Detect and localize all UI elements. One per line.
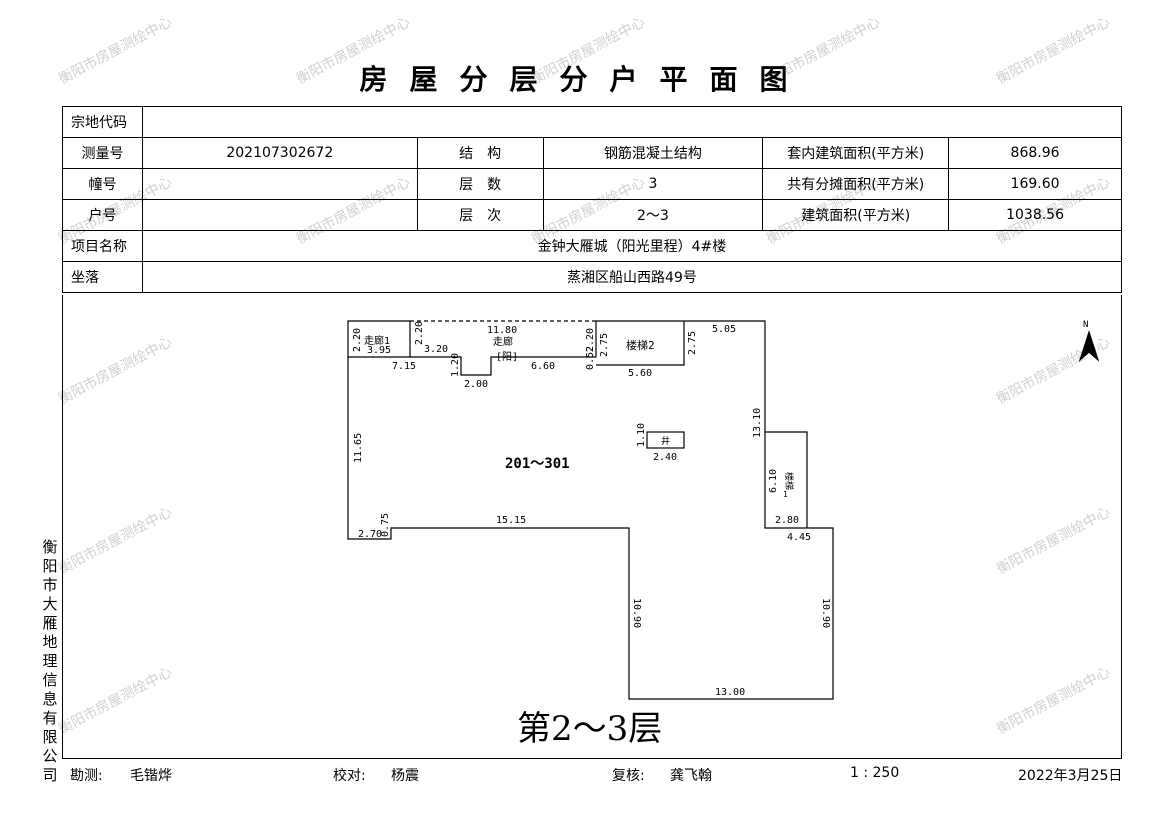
- company-name-char: 信: [42, 671, 58, 689]
- surveyor-name: 毛锴烨: [130, 768, 172, 784]
- dim-label: 2.20: [414, 321, 425, 345]
- stair1-outline: [765, 431, 808, 528]
- stair2-outline: [596, 321, 685, 366]
- company-name-char: 公: [42, 747, 58, 765]
- floor-label: 第2～3层: [517, 709, 662, 749]
- room-well: 井: [661, 435, 670, 447]
- value-structure: 钢筋混凝土结构: [542, 137, 764, 169]
- table-row: 测量号 202107302672 结 构 钢筋混凝土结构 套内建筑面积(平方米)…: [62, 137, 1122, 169]
- company-name-char: 雁: [42, 614, 58, 632]
- dim-label: 5.05: [712, 324, 736, 335]
- north-arrow-icon: [1078, 330, 1100, 362]
- dim-label: 15.15: [496, 515, 526, 526]
- room-corridor2-sub: [阳]: [496, 351, 518, 363]
- dim-label: 2.20: [352, 328, 363, 352]
- room-stair1-num: 1: [783, 490, 788, 499]
- label-parcel-code: 宗地代码: [62, 106, 143, 138]
- reviewer-label: 复核:: [612, 768, 645, 784]
- dim-label: 2.20: [585, 328, 596, 352]
- value-inner-area: 868.96: [948, 137, 1122, 169]
- company-name-char: 司: [42, 766, 58, 784]
- value-floor-level: 2～3: [542, 199, 764, 231]
- dim-label: 5.60: [628, 368, 652, 379]
- dim-label: 13.10: [752, 408, 763, 438]
- dim-label: 2.70: [358, 529, 382, 540]
- company-name-char: 衡: [42, 538, 58, 556]
- dim-label: 11.80: [487, 325, 517, 336]
- value-building-area: 1038.56: [948, 199, 1122, 231]
- dim-label: 0.52: [585, 346, 596, 370]
- value-location: 蒸湘区船山西路49号: [141, 261, 1123, 293]
- label-project-name: 项目名称: [62, 230, 143, 262]
- company-name-char: 地: [42, 633, 58, 651]
- company-name-char: 理: [42, 652, 58, 670]
- page-title: 房屋分层分户平面图: [359, 63, 810, 96]
- dim-label: 10.90: [631, 598, 642, 628]
- dim-label: 11.65: [353, 433, 364, 463]
- floor-plan-frame: [62, 295, 1122, 759]
- dim-label: 1.10: [636, 423, 647, 447]
- dim-label: 2.75: [687, 331, 698, 355]
- room-stair1: 楼梯: [783, 472, 795, 490]
- dim-label: 2.80: [775, 515, 799, 526]
- room-corridor1: 走廊1: [364, 334, 390, 347]
- dim-label: 4.45: [787, 532, 811, 543]
- corridor1-outline: [347, 320, 411, 357]
- label-building-no: 幢号: [62, 168, 143, 200]
- dim-label: 0.75: [380, 513, 391, 537]
- company-name-char: 息: [42, 690, 58, 708]
- company-name-char: 限: [42, 728, 58, 746]
- dim-label: 2.75: [599, 333, 610, 357]
- unit-label: 201～301: [505, 456, 570, 472]
- info-table: 宗地代码 测量号 202107302672 结 构 钢筋混凝土结构 套内建筑面积…: [62, 106, 1123, 293]
- scale: 1 : 250: [850, 765, 900, 781]
- company-name-char: 有: [42, 709, 58, 727]
- room-stair2: 楼梯2: [626, 338, 655, 352]
- surveyor-label: 勘测:: [70, 768, 103, 784]
- label-building-area: 建筑面积(平方米): [762, 199, 950, 231]
- dim-label: 10.90: [820, 598, 831, 628]
- value-unit-no: [141, 199, 418, 231]
- company-name-char: 大: [42, 595, 58, 613]
- dim-label: 3.95: [367, 345, 391, 356]
- table-row: 坐落 蒸湘区船山西路49号: [62, 261, 1123, 293]
- company-name: 衡阳市大雁地理信息有限公司: [40, 538, 60, 785]
- company-name-char: 阳: [42, 557, 58, 575]
- dim-label: 13.00: [715, 687, 745, 698]
- well-outline: [646, 431, 685, 449]
- dim-label: 6.60: [531, 361, 555, 372]
- checker-label: 校对:: [333, 768, 366, 784]
- dim-label: 6.10: [768, 469, 779, 493]
- unit-outline: [347, 320, 834, 700]
- value-floors: 3: [542, 168, 764, 200]
- date: 2022年3月25日: [1018, 768, 1123, 784]
- table-row: 户号 层 次 2～3 建筑面积(平方米) 1038.56: [62, 199, 1122, 231]
- checker-name: 杨震: [391, 768, 419, 784]
- dim-label: 2.00: [464, 379, 488, 390]
- dim-label: 3.20: [424, 344, 448, 355]
- dim-label: 2.40: [653, 452, 677, 463]
- dim-label: 7.15: [392, 361, 416, 372]
- dim-label: 1.20: [450, 353, 461, 377]
- room-corridor2: 走廊: [493, 335, 513, 348]
- company-name-char: 市: [42, 576, 58, 594]
- reviewer-name: 龚飞翰: [670, 768, 712, 784]
- north-label: N: [1083, 320, 1088, 330]
- table-row: 幢号 层 数 3 共有分摊面积(平方米) 169.60: [62, 168, 1122, 200]
